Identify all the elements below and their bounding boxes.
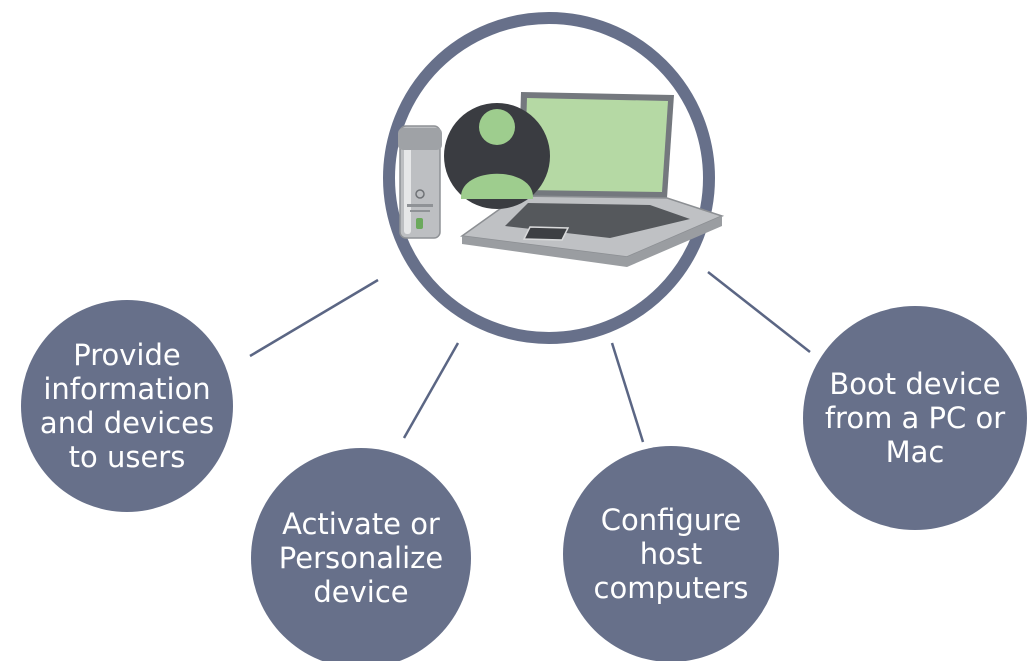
connector-provide [249,278,379,358]
connector-boot [707,271,811,353]
user-avatar-icon [444,103,550,209]
bubble-boot [803,306,1027,530]
connectors [249,271,811,443]
bubble-configure [563,446,779,661]
connector-configure [610,342,645,443]
connector-activate [402,342,460,439]
bubble-provide [21,300,233,512]
bubble-provide-label: Provide information and devices to users [39,338,215,474]
laptop-icon [460,92,725,267]
bubble-activate [251,448,471,661]
usb-security-drive-icon [398,125,442,239]
bubble-activate-label: Activate or Personalize device [278,507,444,609]
bubble-configure-label: Configure host computers [593,503,749,605]
bubble-boot-label: Boot device from a PC or Mac [824,367,1006,469]
